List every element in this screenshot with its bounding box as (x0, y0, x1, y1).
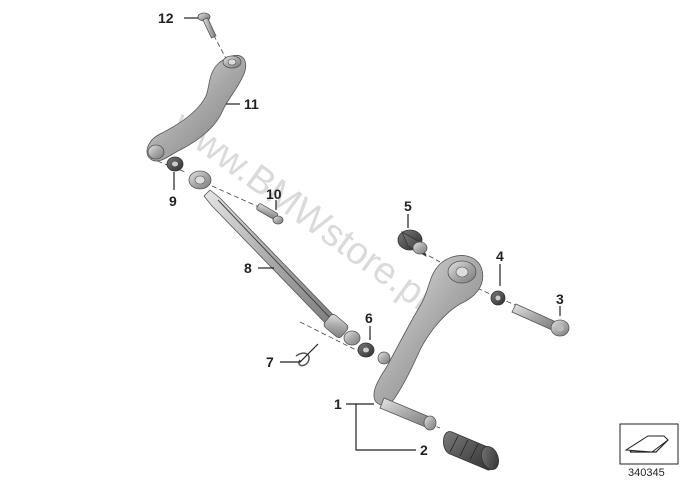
part-12-bolt (197, 12, 217, 39)
reference-number: 340345 (628, 467, 665, 479)
callout-11: 11 (244, 96, 259, 112)
callout-10: 10 (266, 186, 282, 202)
reference-box: 340345 (619, 423, 679, 479)
callout-4: 4 (496, 248, 504, 264)
callout-8: 8 (244, 260, 252, 276)
callout-3: 3 (556, 291, 564, 307)
callout-7: 7 (266, 354, 274, 370)
part-3-bolt (511, 303, 570, 337)
part-8-shift-rod (188, 170, 361, 346)
part-4-washer (490, 290, 506, 306)
callout-6: 6 (365, 310, 373, 326)
callout-12: 12 (158, 10, 174, 26)
part-2-footpeg (443, 431, 499, 471)
callout-2: 2 (420, 442, 428, 458)
part-9-washer (166, 156, 184, 172)
part-7-clip (295, 352, 310, 367)
callouts: 12 11 9 10 8 5 4 3 6 7 1 2 (158, 10, 564, 458)
callout-5: 5 (404, 198, 412, 214)
arrow-box-icon (624, 435, 669, 453)
leader-lines (173, 17, 561, 451)
callout-9: 9 (169, 193, 177, 209)
part-6-washer (357, 342, 391, 365)
part-1-shift-lever (373, 255, 484, 431)
part-5-bushing (397, 229, 428, 257)
callout-1: 1 (334, 396, 342, 412)
part-10-bolt (256, 203, 284, 225)
part-11-upper-lever (146, 55, 246, 162)
